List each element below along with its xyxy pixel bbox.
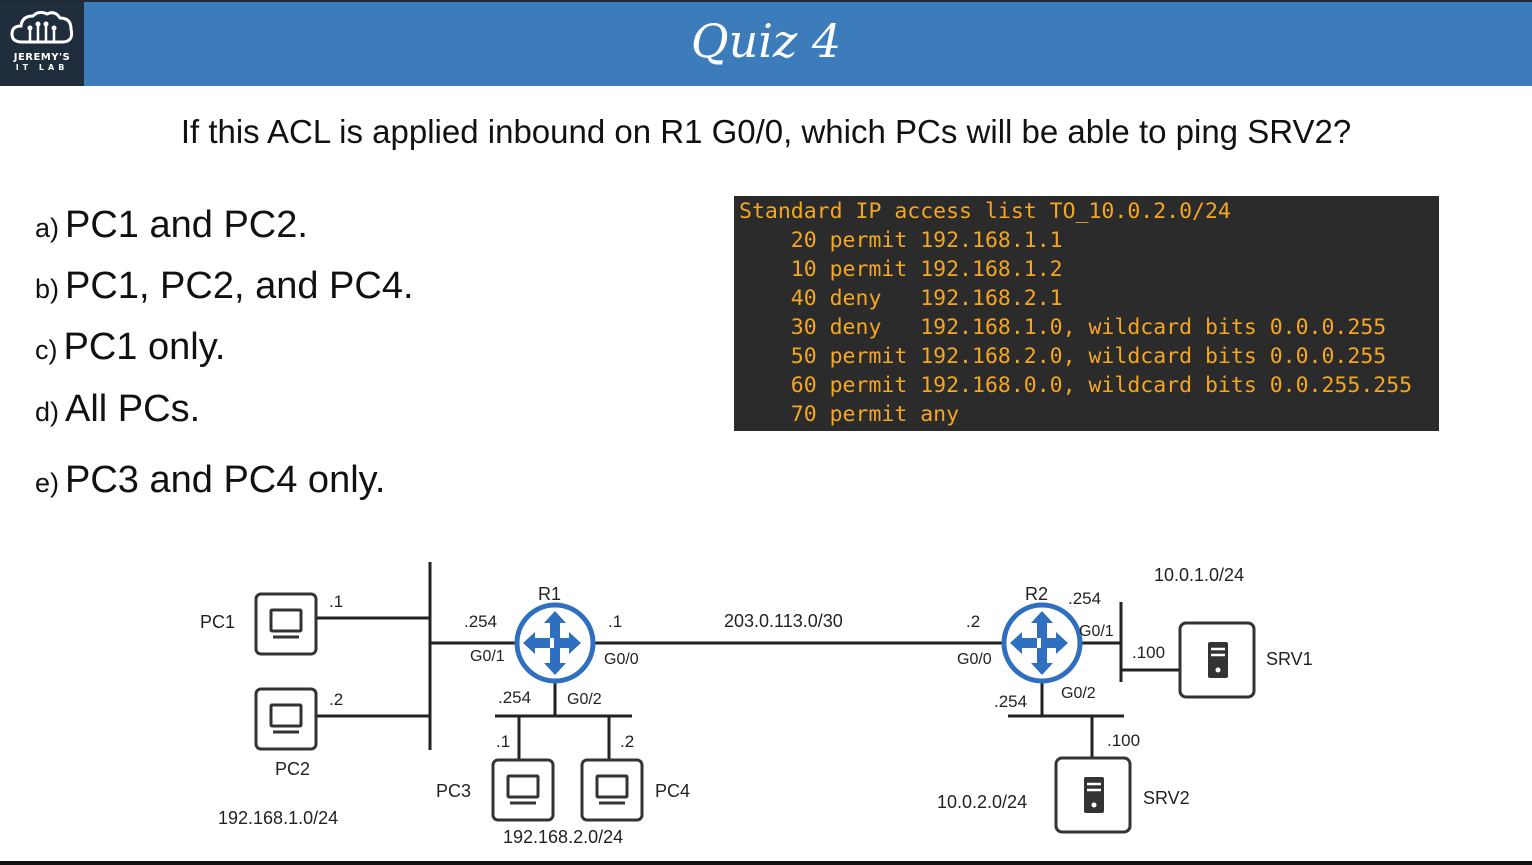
acl-entry-line: 30 deny 192.168.1.0, wildcard bits 0.0.0…: [739, 315, 1387, 340]
pc4-label: PC4: [655, 781, 690, 801]
acl-entry-line: 40 deny 192.168.2.1: [739, 286, 1063, 311]
srv1-address-label: .100: [1132, 643, 1165, 662]
answer-text: PC1, PC2, and PC4.: [65, 265, 414, 307]
r2-g02-label: G0/2: [1061, 685, 1096, 702]
pc3-address-label: .1: [496, 732, 510, 751]
acl-output-box: Standard IP access list TO_10.0.2.0/24 2…: [734, 196, 1439, 431]
srv1-icon: [1178, 621, 1256, 699]
r2-router-icon: [1004, 605, 1080, 681]
pc1-label: PC1: [200, 612, 235, 632]
answer-text: PC1 and PC2.: [65, 204, 308, 246]
srv1-network-label: 10.0.1.0/24: [1154, 565, 1244, 585]
r1-g02-label: G0/2: [567, 691, 602, 708]
network-topology-diagram: PC1 PC2 PC3 PC4 R1 R2 SRV1 SRV2 192.168.…: [200, 562, 1313, 847]
question-text: If this ACL is applied inbound on R1 G0/…: [180, 113, 1352, 150]
acl-entry-line: 60 permit 192.168.0.0, wildcard bits 0.0…: [739, 373, 1413, 398]
answer-letter: b): [35, 274, 60, 304]
acl-entry-line: 10 permit 192.168.1.2: [739, 257, 1063, 282]
srv2-icon: [1054, 756, 1132, 834]
srv2-address-label: .100: [1107, 731, 1140, 750]
answer-option-b[interactable]: b)PC1, PC2, and PC4.: [35, 264, 414, 311]
answer-text: PC1 only.: [63, 326, 226, 368]
pc4-icon: [580, 758, 644, 822]
pc1-icon: [254, 592, 318, 656]
pc4-address-label: .2: [620, 732, 634, 751]
r1-label: R1: [538, 584, 561, 604]
r2-g01-label: G0/1: [1079, 623, 1114, 640]
answer-letter: e): [35, 468, 60, 498]
wan-network-label: 203.0.113.0/30: [724, 611, 843, 631]
bottom-divider: [0, 861, 1532, 865]
answer-text: All PCs.: [65, 388, 201, 430]
page-title: Quiz 4: [690, 14, 842, 68]
pc2-label: PC2: [275, 759, 310, 779]
r2-g01-address-label: .254: [1068, 589, 1101, 608]
r1-g01-address-label: .254: [464, 612, 497, 631]
answer-letter: a): [35, 213, 60, 243]
answer-text: PC3 and PC4 only.: [65, 459, 386, 501]
pc1-address-label: .1: [329, 592, 343, 611]
answer-option-a[interactable]: a)PC1 and PC2.: [35, 203, 308, 250]
pc3-label: PC3: [436, 781, 471, 801]
logo-subtext: IT LAB: [15, 63, 69, 72]
srv1-label: SRV1: [1266, 649, 1313, 669]
acl-entry-line: 20 permit 192.168.1.1: [739, 228, 1063, 253]
r1-g00-label: G0/0: [604, 651, 639, 668]
r2-g00-address-label: .2: [966, 612, 980, 631]
r2-g00-label: G0/0: [957, 651, 992, 668]
answer-option-e[interactable]: e)PC3 and PC4 only.: [35, 458, 385, 505]
pc2-address-label: .2: [329, 690, 343, 709]
acl-entry-line: 50 permit 192.168.2.0, wildcard bits 0.0…: [739, 344, 1387, 369]
r2-g02-address-label: .254: [994, 692, 1027, 711]
srv2-network-label: 10.0.2.0/24: [937, 792, 1027, 812]
srv2-label: SRV2: [1143, 788, 1190, 808]
logo-text: JEREMY'S: [13, 52, 71, 63]
lan2-network-label: 192.168.2.0/24: [503, 827, 623, 847]
header-bar: JEREMY'S IT LAB Quiz 4: [0, 0, 1532, 86]
answer-letter: c): [35, 335, 58, 365]
r1-g02-address-label: .254: [498, 688, 531, 707]
answer-letter: d): [35, 397, 60, 427]
cloud-circuit-icon: [10, 10, 74, 44]
answer-option-c[interactable]: c)PC1 only.: [35, 325, 225, 372]
r2-label: R2: [1025, 584, 1048, 604]
answer-option-d[interactable]: d)All PCs.: [35, 387, 200, 434]
acl-header-line: Standard IP access list TO_10.0.2.0/24: [739, 199, 1231, 224]
r1-router-icon: [517, 605, 593, 681]
pc2-icon: [254, 687, 318, 751]
pc3-icon: [491, 758, 555, 822]
logo: JEREMY'S IT LAB: [0, 2, 84, 86]
r1-g01-label: G0/1: [470, 648, 505, 665]
r1-g00-address-label: .1: [608, 612, 622, 631]
acl-entry-line: 70 permit any: [739, 402, 960, 427]
lan1-network-label: 192.168.1.0/24: [218, 808, 338, 828]
